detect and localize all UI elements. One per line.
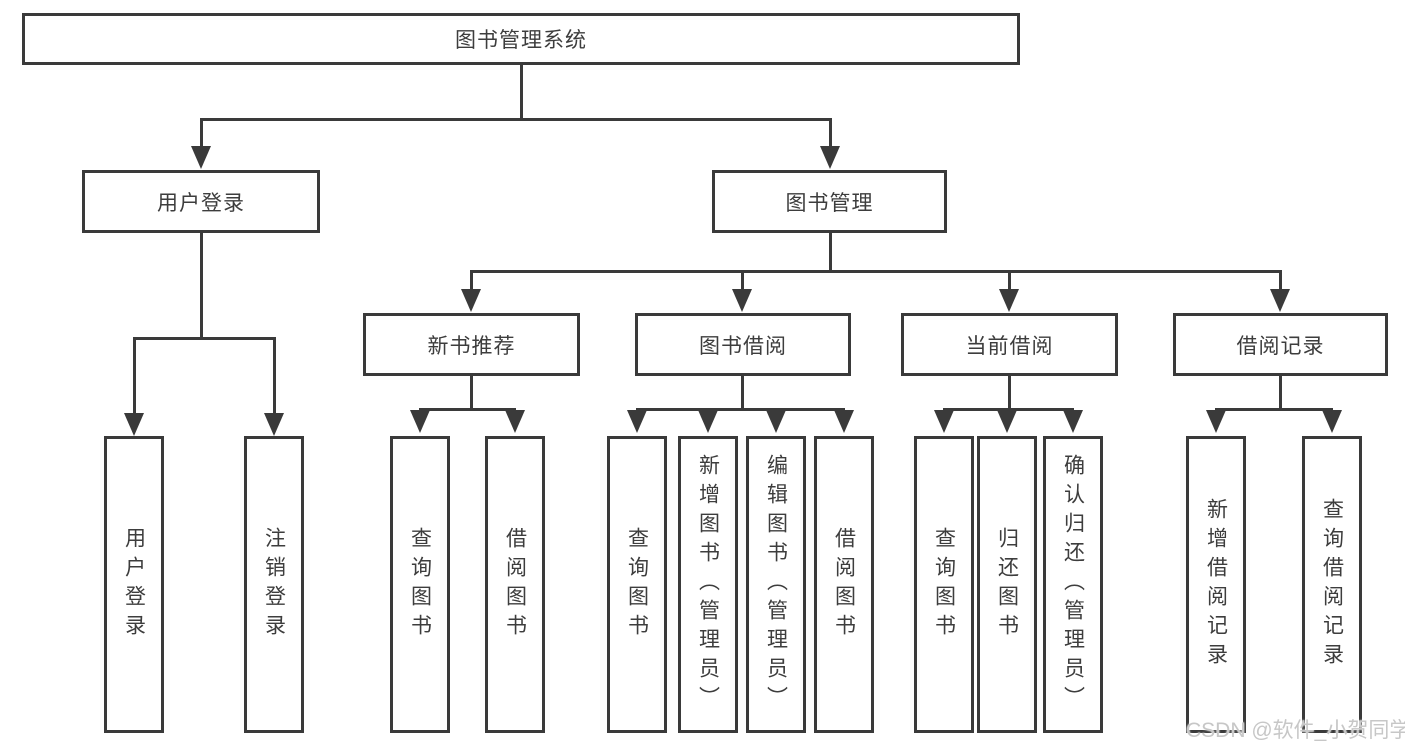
node-book-borrowing-label: 图书借阅 bbox=[699, 334, 787, 358]
connector-user-login-arrowhead bbox=[191, 146, 211, 169]
connector-new-book-arrowhead bbox=[461, 289, 481, 312]
connector-current-borrow-branch-line bbox=[1008, 376, 1011, 411]
connector-leaf-login-arrowhead bbox=[124, 413, 144, 436]
connector-user-login-stem-line bbox=[200, 118, 203, 148]
leaf-return-books-label: 归还图书 bbox=[995, 526, 1019, 643]
leaf-add-book-admin-label: 新增图书（管理员） bbox=[696, 454, 720, 715]
connector-leaf-logout-stem-line bbox=[273, 337, 276, 415]
leaf-edit-book-admin-label: 编辑图书（管理员） bbox=[764, 454, 788, 715]
connector-leaf-borrow-books1-arrowhead bbox=[505, 410, 525, 433]
node-library-system: 图书管理系统 bbox=[22, 13, 1020, 65]
connector-book-management-stem-line bbox=[829, 118, 832, 148]
leaf-borrow-books-borrowing-label: 借阅图书 bbox=[832, 526, 856, 643]
leaf-user-login: 用户登录 bbox=[104, 436, 164, 733]
leaf-query-books-recommend-label: 查询图书 bbox=[408, 526, 432, 643]
connector-leaf-add-book-arrowhead bbox=[698, 410, 718, 433]
leaf-borrow-books-recommend: 借阅图书 bbox=[485, 436, 545, 733]
connector-leaf-logout-arrowhead bbox=[264, 413, 284, 436]
connector-level1-split-line bbox=[200, 118, 831, 121]
leaf-confirm-return-admin: 确认归还（管理员） bbox=[1043, 436, 1103, 733]
connector-leaf-borrow-books2-arrowhead bbox=[834, 410, 854, 433]
connector-leaf-edit-book-arrowhead bbox=[766, 410, 786, 433]
connector-root-stem-line bbox=[520, 65, 523, 121]
connector-borrow-records-arrowhead bbox=[1270, 289, 1290, 312]
node-book-borrowing: 图书借阅 bbox=[635, 313, 851, 376]
leaf-edit-book-admin: 编辑图书（管理员） bbox=[746, 436, 806, 733]
node-user-login-label: 用户登录 bbox=[157, 191, 245, 215]
connector-leaf-add-record-arrowhead bbox=[1206, 410, 1226, 433]
leaf-query-books-current-label: 查询图书 bbox=[932, 526, 956, 643]
connector-borrow-records-split-line bbox=[1215, 408, 1333, 411]
connector-leaf-query-books2-arrowhead bbox=[627, 410, 647, 433]
connector-current-borrow-arrowhead bbox=[999, 289, 1019, 312]
watermark: CSDN @软件_小贺同学 bbox=[1186, 719, 1405, 742]
connector-user-login-split-line bbox=[133, 337, 276, 340]
node-library-system-label: 图书管理系统 bbox=[455, 29, 587, 52]
node-borrowing-records: 借阅记录 bbox=[1173, 313, 1388, 376]
leaf-return-books: 归还图书 bbox=[977, 436, 1037, 733]
leaf-logout: 注销登录 bbox=[244, 436, 304, 733]
connector-book-management-arrowhead bbox=[820, 146, 840, 169]
connector-current-borrow-split-line bbox=[943, 408, 1074, 411]
leaf-query-books-current: 查询图书 bbox=[914, 436, 974, 733]
leaf-add-borrow-record-label: 新增借阅记录 bbox=[1204, 497, 1228, 672]
connector-book-management-branch-line bbox=[829, 233, 832, 273]
connector-book-borrow-branch-line bbox=[741, 376, 744, 411]
leaf-query-borrow-record: 查询借阅记录 bbox=[1302, 436, 1362, 733]
connector-leaf-query-books3-arrowhead bbox=[934, 410, 954, 433]
node-user-login: 用户登录 bbox=[82, 170, 320, 233]
leaf-query-books-recommend: 查询图书 bbox=[390, 436, 450, 733]
connector-new-book-stem-line bbox=[470, 270, 473, 291]
connector-borrow-records-branch-line bbox=[1279, 376, 1282, 411]
leaf-logout-label: 注销登录 bbox=[262, 526, 286, 643]
leaf-query-borrow-record-label: 查询借阅记录 bbox=[1320, 497, 1344, 672]
connector-level3-split-line bbox=[470, 270, 1282, 273]
connector-book-borrow-stem-line bbox=[741, 270, 744, 291]
connector-book-borrow-arrowhead bbox=[732, 289, 752, 312]
connector-leaf-query-books1-arrowhead bbox=[410, 410, 430, 433]
connector-leaf-login-stem-line bbox=[133, 337, 136, 415]
leaf-user-login-label: 用户登录 bbox=[122, 526, 146, 643]
connector-leaf-query-record-arrowhead bbox=[1322, 410, 1342, 433]
connector-leaf-return-books-arrowhead bbox=[997, 410, 1017, 433]
connector-leaf-confirm-return-arrowhead bbox=[1063, 410, 1083, 433]
connector-user-login-branch-line bbox=[200, 233, 203, 340]
node-new-book-recommendation-label: 新书推荐 bbox=[427, 334, 516, 358]
connector-new-book-branch-line bbox=[470, 376, 473, 411]
leaf-add-book-admin: 新增图书（管理员） bbox=[678, 436, 738, 733]
leaf-query-books-borrowing-label: 查询图书 bbox=[625, 526, 649, 643]
node-book-management: 图书管理 bbox=[712, 170, 947, 233]
leaf-query-books-borrowing: 查询图书 bbox=[607, 436, 667, 733]
leaf-borrow-books-recommend-label: 借阅图书 bbox=[503, 526, 527, 643]
leaf-borrow-books-borrowing: 借阅图书 bbox=[814, 436, 874, 733]
connector-current-borrow-stem-line bbox=[1008, 270, 1011, 291]
connector-borrow-records-stem-line bbox=[1279, 270, 1282, 291]
connector-new-book-split-line bbox=[419, 408, 516, 411]
node-borrowing-records-label: 借阅记录 bbox=[1236, 334, 1325, 358]
node-book-management-label: 图书管理 bbox=[785, 191, 874, 215]
node-current-borrowing-label: 当前借阅 bbox=[965, 334, 1054, 358]
node-current-borrowing: 当前借阅 bbox=[901, 313, 1118, 376]
node-new-book-recommendation: 新书推荐 bbox=[363, 313, 580, 376]
connector-book-borrow-split-line bbox=[636, 408, 845, 411]
leaf-add-borrow-record: 新增借阅记录 bbox=[1186, 436, 1246, 733]
leaf-confirm-return-admin-label: 确认归还（管理员） bbox=[1061, 454, 1085, 715]
